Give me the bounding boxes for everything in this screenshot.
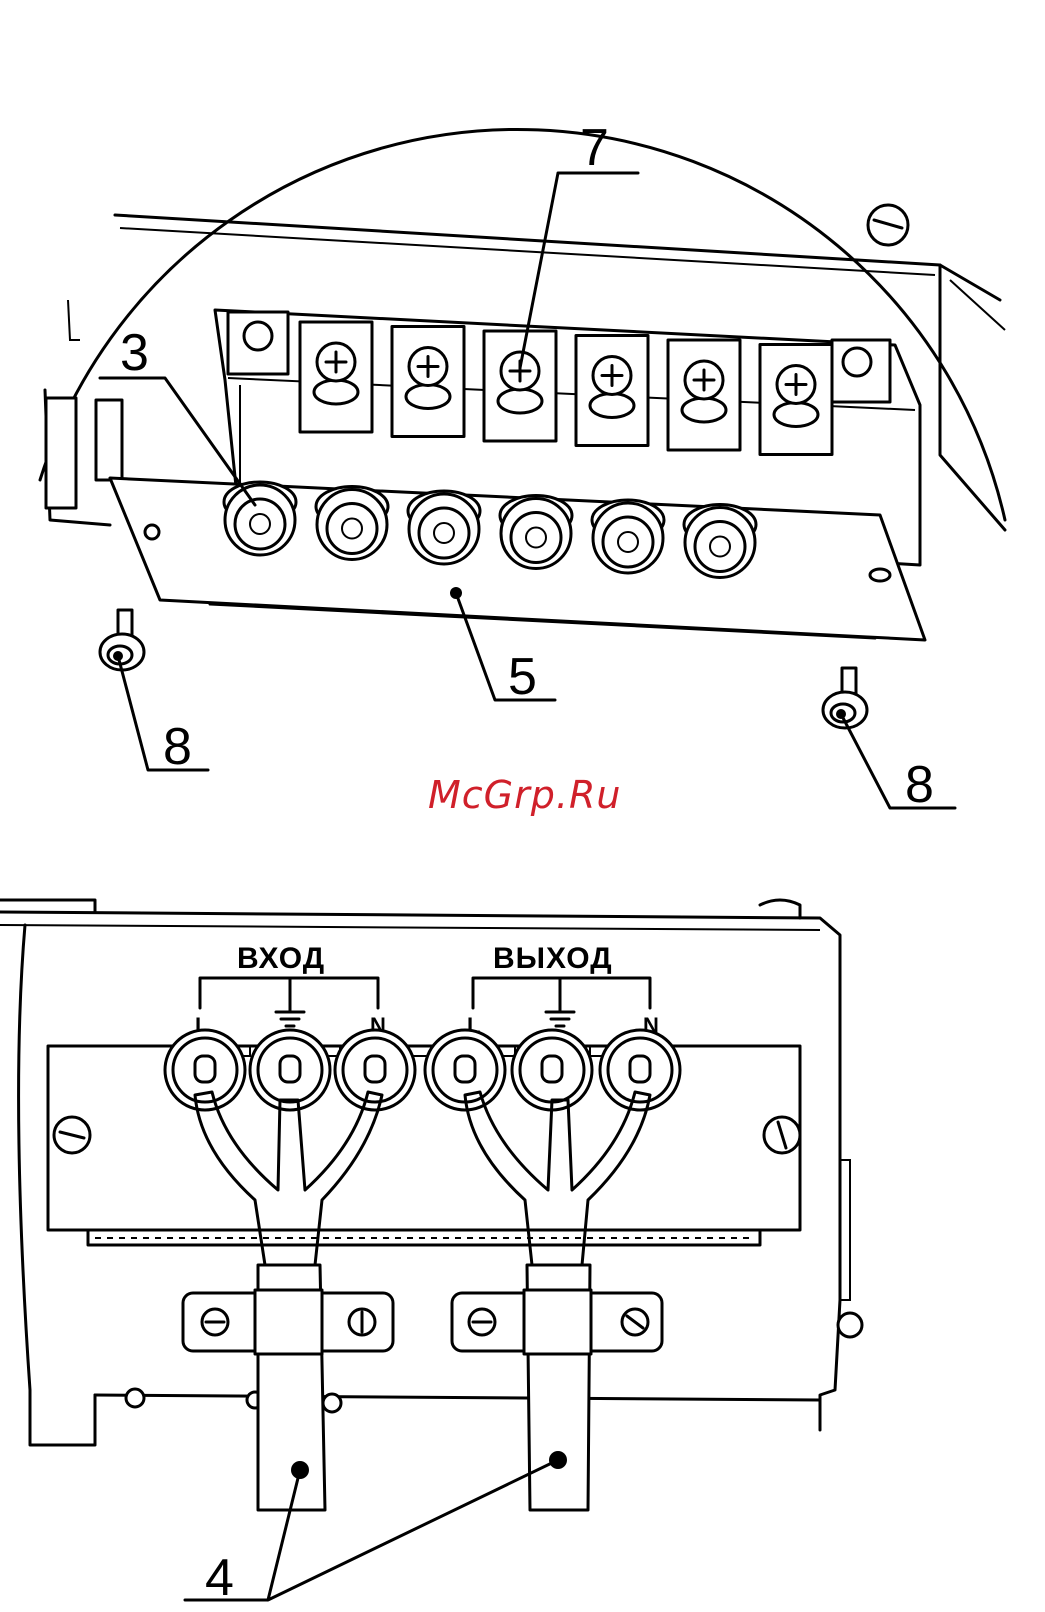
plate-screw-left-icon bbox=[54, 1117, 90, 1153]
grommet-icon bbox=[512, 1030, 592, 1110]
input-cable-clamp bbox=[183, 1290, 393, 1354]
chassis-right-side bbox=[940, 265, 1005, 530]
left-slot-2 bbox=[96, 400, 122, 480]
callout-8-right: 8 bbox=[905, 756, 934, 814]
grommet-icon bbox=[684, 505, 756, 578]
grommet-icon bbox=[408, 491, 480, 564]
callout-8-left: 8 bbox=[163, 718, 192, 776]
leader-4 bbox=[185, 1460, 558, 1600]
grommet-icon bbox=[335, 1030, 415, 1110]
leader-8-right bbox=[841, 714, 955, 808]
callout-5: 5 bbox=[508, 648, 537, 706]
chassis-screw-icon bbox=[868, 205, 908, 245]
callout-3: 3 bbox=[120, 324, 149, 382]
left-slot bbox=[46, 398, 76, 508]
grommet-icon bbox=[592, 500, 664, 573]
terminal-screw-icon bbox=[668, 340, 740, 450]
ground-icon-input bbox=[276, 1000, 304, 1026]
grommet-icon bbox=[316, 487, 388, 560]
side-screw-icon bbox=[838, 1313, 862, 1337]
grommet-icon bbox=[250, 1030, 330, 1110]
ground-icon-output bbox=[546, 1000, 574, 1026]
terminal-screw-icon bbox=[760, 345, 832, 455]
output-label: ВЫХОД bbox=[493, 942, 613, 975]
loose-screw-left-icon bbox=[100, 610, 144, 670]
grommet-icon bbox=[165, 1030, 245, 1110]
grommet-icon bbox=[500, 496, 572, 569]
grommet-icon bbox=[224, 482, 296, 555]
output-cable-clamp bbox=[452, 1290, 662, 1354]
plate-screw-right-icon bbox=[764, 1117, 800, 1153]
watermark: McGrp.Ru bbox=[428, 773, 621, 817]
terminal-screw-icon bbox=[484, 331, 556, 441]
bottom-front-view: ВХОД ВЫХОД L N L N bbox=[0, 900, 862, 1607]
terminal-screw-icon bbox=[300, 322, 372, 432]
callout-4: 4 bbox=[205, 1549, 234, 1607]
terminal-screw-icon bbox=[392, 327, 464, 437]
grommet-icon bbox=[600, 1030, 680, 1110]
callout-7: 7 bbox=[580, 119, 609, 177]
terminal-screw-icon bbox=[576, 336, 648, 446]
top-detail-view: 7 3 5 8 8 bbox=[40, 119, 1005, 814]
input-label: ВХОД bbox=[237, 942, 325, 975]
